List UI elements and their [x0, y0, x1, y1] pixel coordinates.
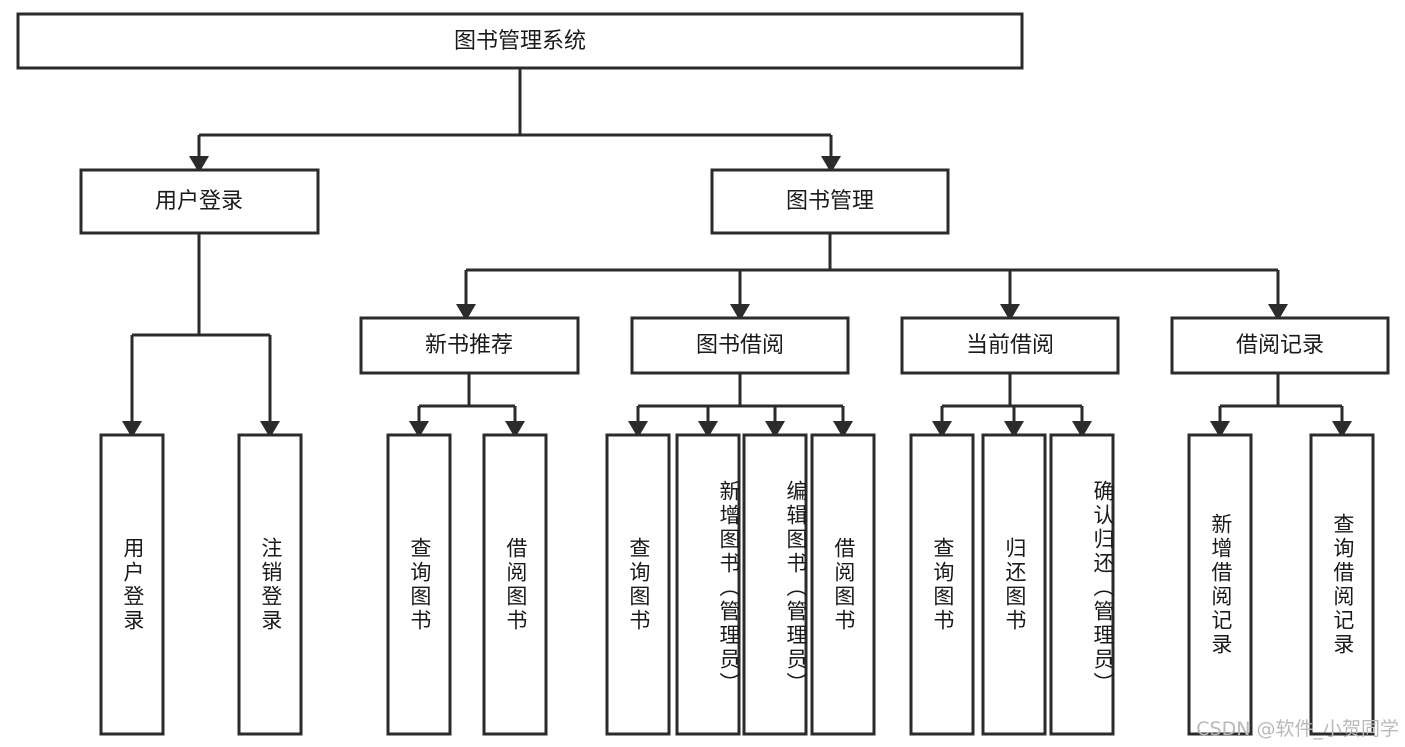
node-label-user-login: 用户登录	[155, 189, 243, 214]
arrow-icon	[1000, 304, 1020, 321]
arrow-icon	[821, 156, 841, 173]
node-box-user-login[interactable]	[79, 168, 320, 235]
edge-current-borrow-trunk	[940, 373, 1084, 423]
edge-borrow-record-trunk	[1218, 373, 1344, 423]
arrow-icon	[189, 156, 209, 173]
edge-borrow-trunk	[636, 373, 845, 423]
arrow-icon	[1332, 421, 1352, 438]
node-layer: 图书管理系统 用户登录 图书管理 新书推荐 图书借阅 当前借阅 借阅记录	[16, 12, 1390, 736]
connector-layer	[130, 68, 1344, 423]
watermark-text: CSDN @软件_小贺同学	[1196, 718, 1399, 740]
node-box-leaf-query-book-2[interactable]	[605, 433, 671, 736]
arrow-icon	[698, 421, 718, 438]
arrow-icon	[1004, 421, 1024, 438]
node-box-book-borrow[interactable]	[630, 316, 850, 375]
node-box-leaf-query-book-1[interactable]	[386, 433, 452, 736]
node-box-leaf-user-login[interactable]	[99, 433, 165, 736]
node-label-book-manage: 图书管理	[786, 189, 874, 214]
arrow-icon	[765, 421, 785, 438]
node-box-leaf-add-book[interactable]	[675, 433, 741, 736]
node-box-leaf-logout[interactable]	[237, 433, 303, 736]
node-box-leaf-borrow-book-2[interactable]	[810, 433, 876, 736]
node-label-new-book-recommend: 新书推荐	[425, 333, 513, 358]
edge-root-trunk	[197, 68, 833, 158]
node-box-leaf-borrow-book-1[interactable]	[482, 433, 548, 736]
node-box-root[interactable]	[16, 12, 1024, 70]
node-box-book-manage[interactable]	[710, 168, 950, 235]
arrow-icon	[260, 421, 280, 438]
arrow-icon	[456, 304, 476, 321]
node-label-current-borrow: 当前借阅	[966, 333, 1054, 358]
node-box-current-borrow[interactable]	[900, 316, 1120, 375]
arrow-icon	[833, 421, 853, 438]
node-label-borrow-record: 借阅记录	[1236, 333, 1324, 358]
arrow-icon	[1210, 421, 1230, 438]
arrowhead-layer	[122, 156, 1352, 438]
edge-new-book-trunk	[417, 373, 517, 423]
node-box-leaf-query-book-3[interactable]	[909, 433, 975, 736]
node-box-leaf-query-record[interactable]	[1309, 433, 1375, 736]
node-box-new-book-recommend[interactable]	[359, 316, 580, 375]
node-label-book-borrow: 图书借阅	[696, 333, 784, 358]
arrow-icon	[628, 421, 648, 438]
arrow-icon	[122, 421, 142, 438]
arrow-icon	[409, 421, 429, 438]
node-box-leaf-confirm-return[interactable]	[1049, 433, 1115, 736]
node-label-root: 图书管理系统	[454, 29, 586, 54]
node-box-leaf-return-book[interactable]	[981, 433, 1047, 736]
arrow-icon	[1072, 421, 1092, 438]
node-box-borrow-record[interactable]	[1170, 316, 1390, 375]
arrow-icon	[1268, 304, 1288, 321]
arrow-icon	[730, 304, 750, 321]
arrow-icon	[505, 421, 525, 438]
node-box-leaf-edit-book[interactable]	[742, 433, 808, 736]
arrow-icon	[932, 421, 952, 438]
edge-user-login-trunk	[130, 233, 272, 423]
edge-book-manage-trunk	[464, 233, 1280, 306]
node-box-leaf-add-record[interactable]	[1187, 433, 1253, 736]
